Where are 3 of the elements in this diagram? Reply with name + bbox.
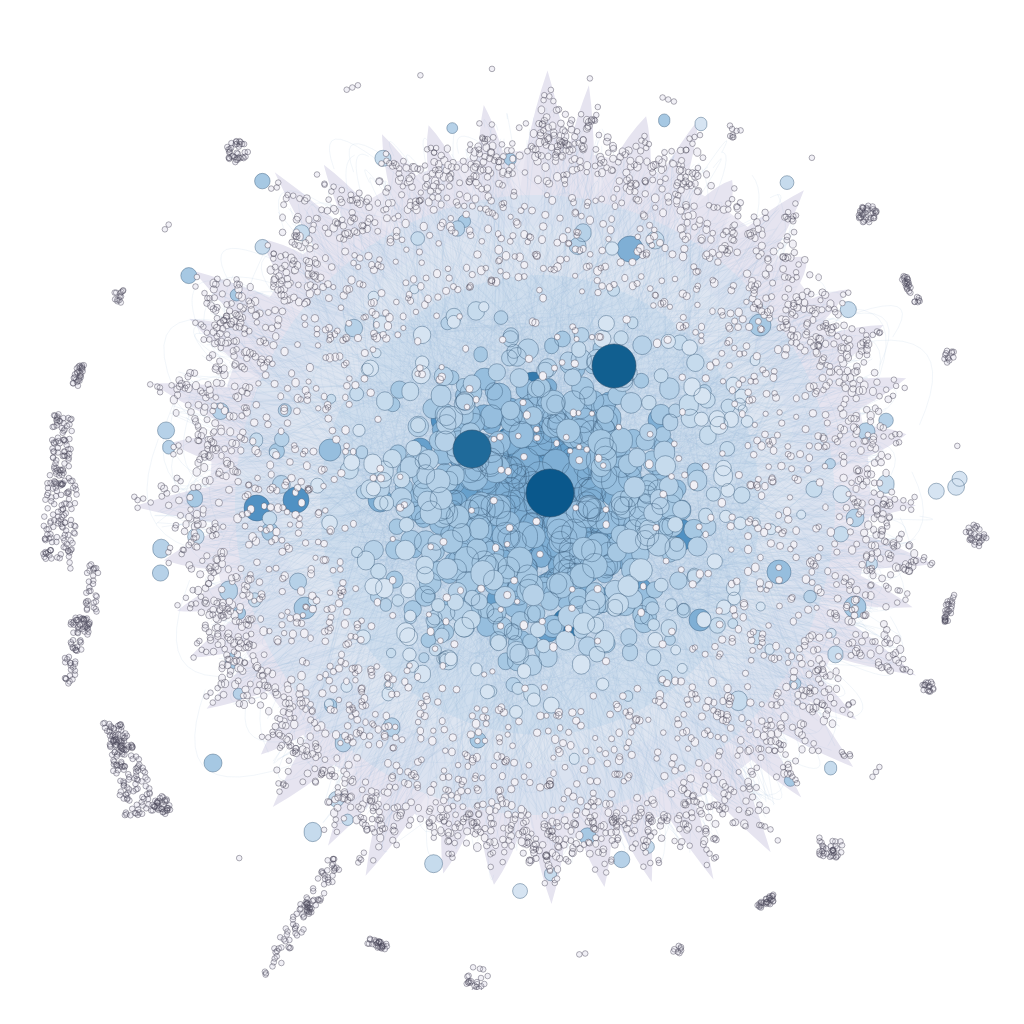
hub-node-circle	[525, 468, 575, 518]
hub-node-circle	[452, 429, 492, 469]
hub-node-circle	[591, 343, 637, 389]
